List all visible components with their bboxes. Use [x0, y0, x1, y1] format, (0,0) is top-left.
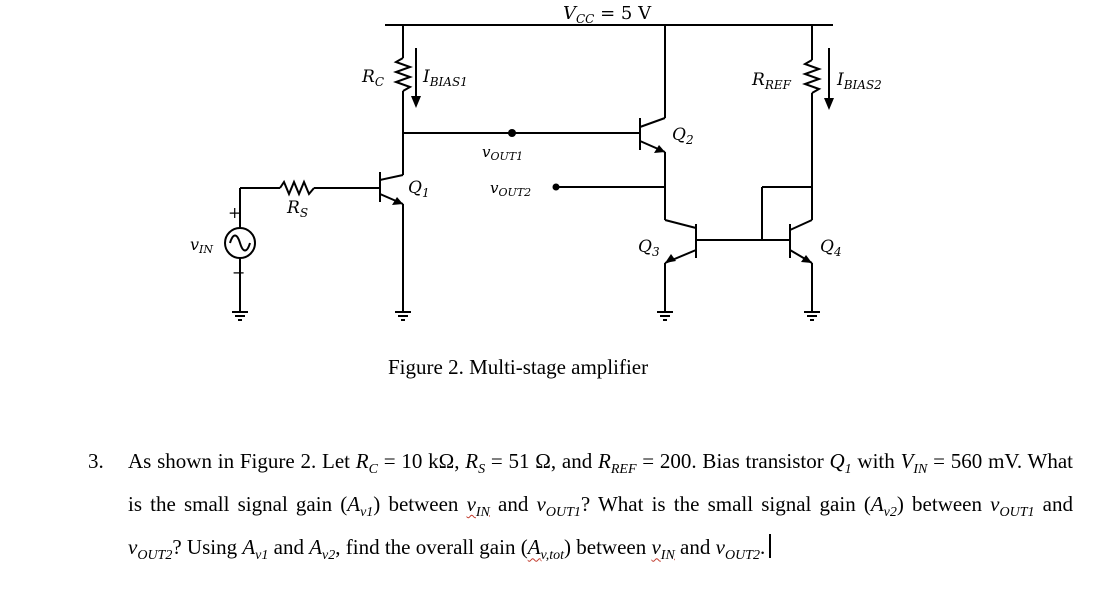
- resistor-rc: [393, 57, 413, 92]
- figure-caption: Figure 2. Multi-stage amplifier: [388, 355, 649, 379]
- resistor-rs: [279, 179, 315, 197]
- wire-q3-collector: [664, 219, 697, 229]
- vout1-node: [508, 129, 516, 137]
- q1-label: Q1: [408, 178, 430, 200]
- rs-label: RS: [286, 198, 308, 220]
- q4-emitter-arrow-icon: [801, 255, 812, 263]
- q3-label: Q3: [638, 237, 660, 259]
- ibias1-arrowhead-icon: [411, 96, 421, 108]
- q4-collector-leg: [789, 219, 813, 231]
- vcc-label: VCC = 5 V: [563, 3, 652, 26]
- ground-icon: [232, 311, 248, 321]
- ground-icon: [804, 311, 820, 321]
- question-block[interactable]: 3. As shown in Figure 2. Let RC = 10 kΩ,…: [88, 444, 1073, 574]
- q2-label: Q2: [672, 125, 694, 147]
- vin-plus-label: +: [228, 203, 241, 222]
- q1-emitter-arrow-icon: [392, 197, 403, 205]
- vout2-terminal: [552, 183, 560, 191]
- q2-emitter-arrow-icon: [654, 145, 665, 153]
- sine-icon: [229, 234, 251, 252]
- ibias1-label: IBIAS1: [422, 67, 468, 89]
- ground-icon: [657, 311, 673, 321]
- resistor-rref: [802, 59, 822, 94]
- rc-label: RC: [361, 67, 384, 89]
- question-text[interactable]: As shown in Figure 2. Let RC = 10 kΩ, RS…: [128, 449, 1073, 564]
- ibias2-label: IBIAS2: [836, 70, 882, 92]
- vout2-label: vOUT2: [490, 179, 531, 199]
- vin-label: vIN: [190, 235, 213, 256]
- vout1-label: vOUT1: [482, 143, 523, 163]
- q2-collector-leg: [639, 117, 666, 128]
- ground-icon: [395, 311, 411, 321]
- question-number: 3.: [88, 449, 104, 473]
- ibias2-arrowhead-icon: [824, 98, 834, 110]
- text-cursor: [769, 534, 772, 559]
- q4-label: Q4: [820, 237, 842, 259]
- rref-label: RREF: [751, 70, 792, 92]
- vin-minus-label: −: [232, 263, 245, 282]
- q3-emitter-arrow-icon: [665, 254, 676, 263]
- q1-collector-leg: [379, 174, 404, 181]
